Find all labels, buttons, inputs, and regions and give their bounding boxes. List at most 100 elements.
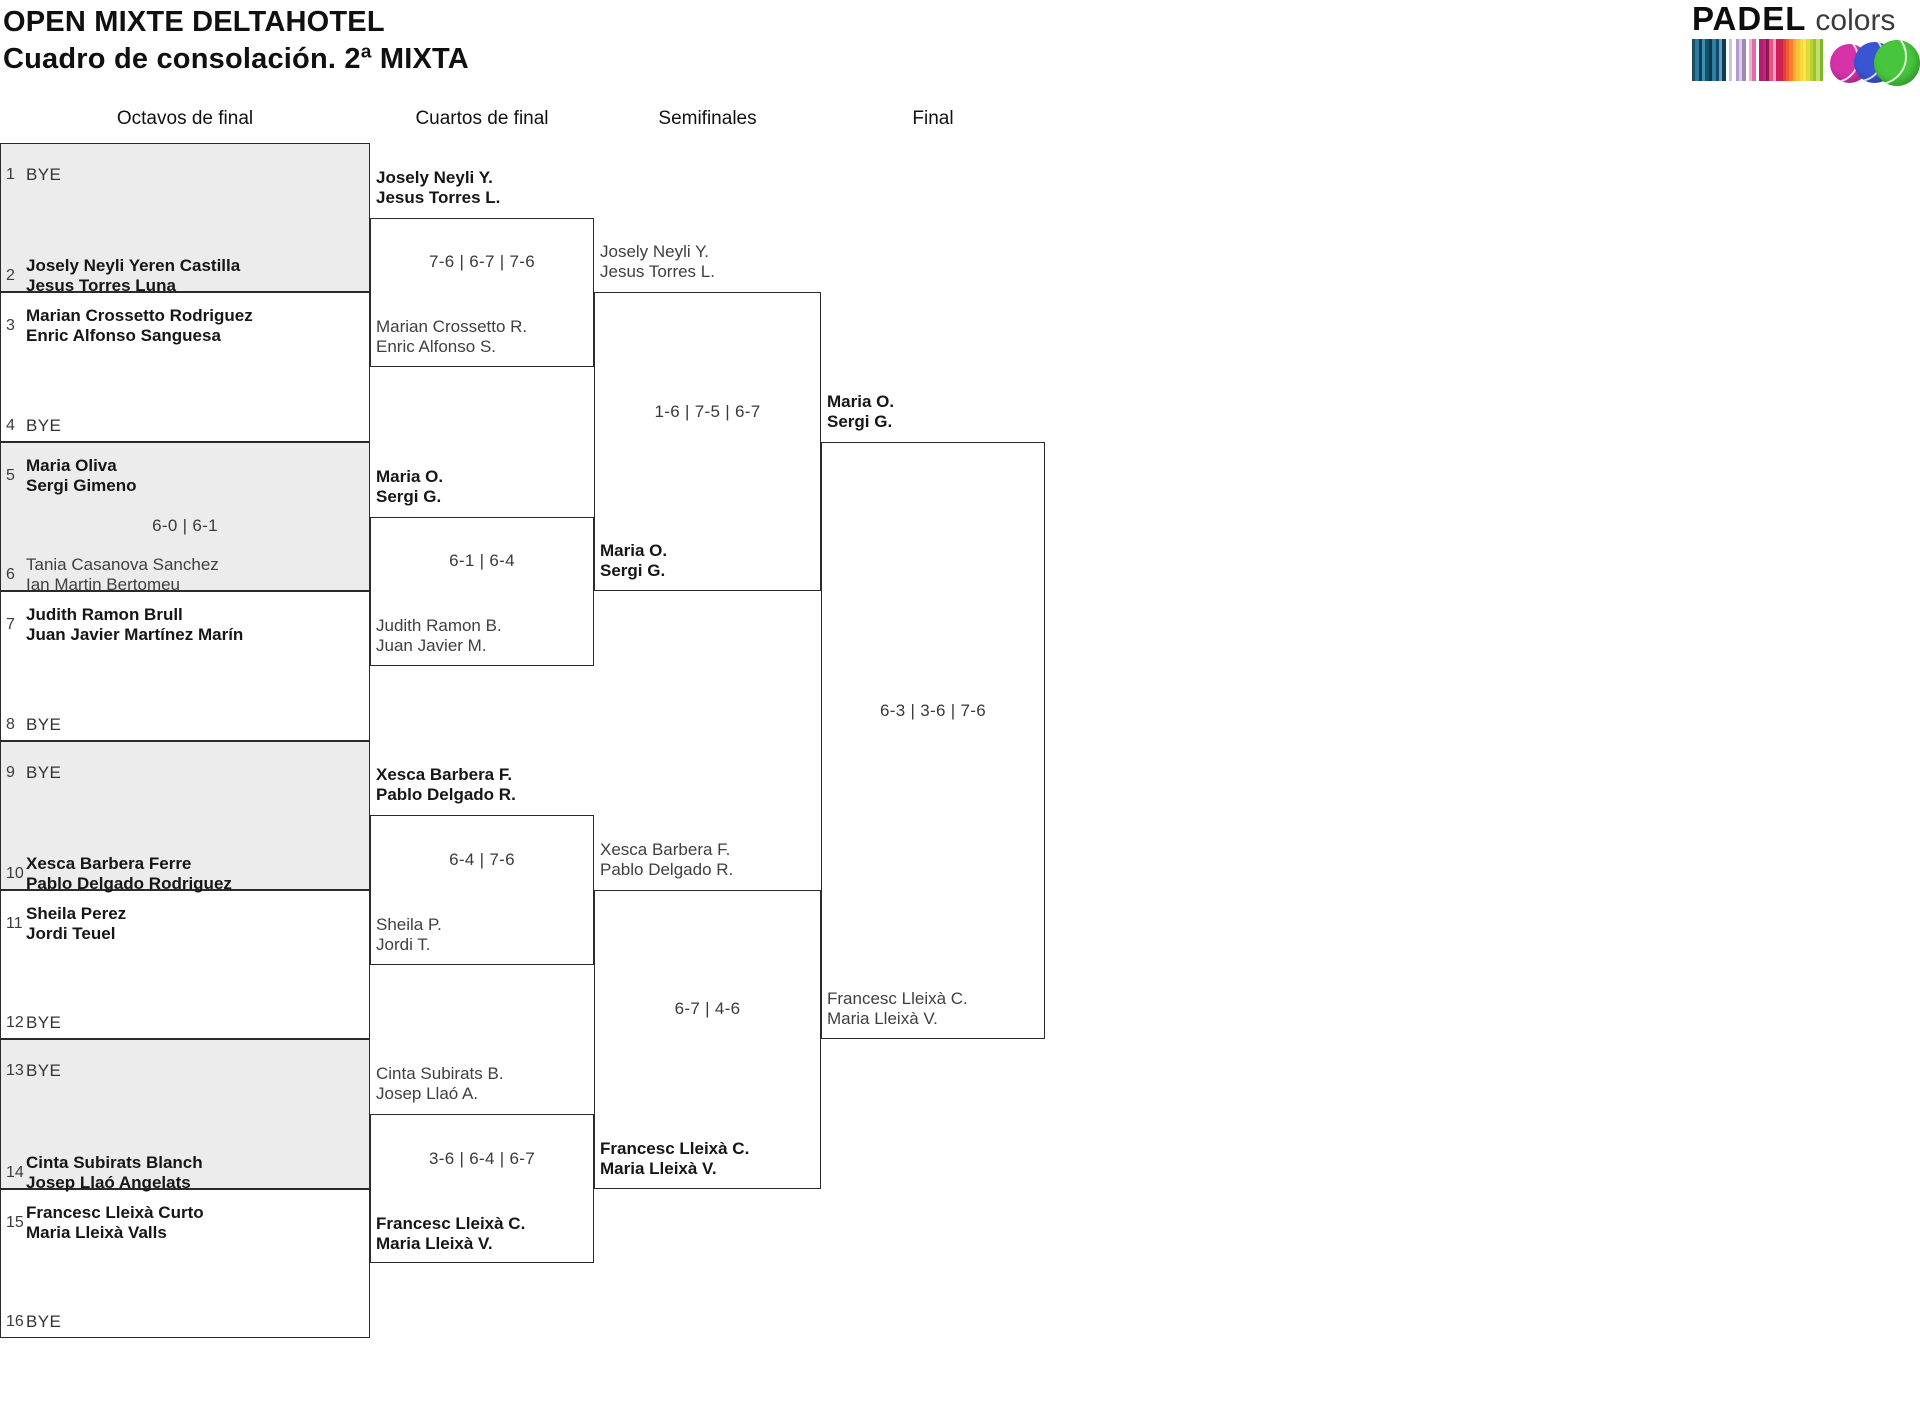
round-header-cuartos: Cuartos de final (415, 108, 549, 129)
seed-number: 10 (6, 865, 24, 882)
semifinal-1-top-team: Josely Neyli Y.Jesus Torres L. (600, 242, 715, 282)
logo-stripe (1759, 39, 1763, 81)
logo-stripe (1718, 39, 1723, 81)
octavos-box-seeds-3-4 (0, 292, 370, 442)
team-name: Ian Martin Bertomeu (26, 575, 181, 595)
bracket-subtitle: Cuadro de consolación. 2ª MIXTA (3, 43, 469, 75)
cuartos-4-score: 3-6 | 6-4 | 6-7 (429, 1148, 535, 1168)
cuartos-4-top-team: Cinta Subirats B.Josep Llaó A. (376, 1064, 504, 1104)
cuartos-1-score: 7-6 | 6-7 | 7-6 (429, 252, 535, 272)
octavos-box-seeds-13-14 (0, 1039, 370, 1189)
team-name: Sheila Perez (26, 904, 127, 923)
logo-stripe (1735, 39, 1740, 81)
round-header-semifinales: Semifinales (658, 108, 757, 129)
logo-brand-padel: PADEL (1692, 0, 1807, 37)
cuartos-match-3-box (370, 815, 594, 965)
team-name: Enric Alfonso Sanguesa (26, 326, 221, 346)
seed-number: 4 (6, 416, 15, 434)
team-name: Jordi Teuel (26, 924, 116, 943)
logo-stripe (1739, 39, 1743, 81)
team-name: Sergi Gimeno (26, 475, 137, 495)
padel-ball-icon (1874, 40, 1920, 86)
logo-stripe (1802, 39, 1807, 81)
logo-graphics (1692, 39, 1920, 86)
logo-stripe (1819, 39, 1824, 81)
logo-stripe (1775, 39, 1780, 81)
seed-number: 1 (6, 166, 15, 183)
logo-stripe (1762, 39, 1766, 81)
team-name: Maria Oliva (26, 455, 117, 475)
semifinal-2-bottom-team: Francesc Lleixà C.Maria Lleixà V. (600, 1138, 750, 1178)
seed-number: 3 (6, 317, 15, 335)
logo-stripe (1789, 39, 1793, 81)
octavos-box-seeds-11-12 (0, 890, 370, 1040)
tournament-title: OPEN MIXTE DELTAHOTEL (3, 6, 385, 38)
semifinal-1-box (594, 292, 821, 592)
seed-entry-1: 1 BYE (6, 165, 364, 185)
logo-stripe (1732, 39, 1736, 81)
logo-stripe (1705, 39, 1709, 81)
semifinal-2-top-team: Xesca Barbera F.Pablo Delgado R. (600, 840, 734, 879)
seed-number: 6 (6, 566, 15, 584)
logo-stripe (1765, 39, 1770, 81)
team-name: Francesc Lleixà Curto (26, 1202, 204, 1222)
team-name: Xesca Barbera Ferre (26, 854, 192, 873)
logo-stripe (1695, 39, 1699, 81)
logo-stripe (1742, 39, 1746, 81)
logo-stripe (1792, 39, 1797, 81)
cuartos-match-1-box (370, 217, 594, 368)
cuartos-3-top-team: Xesca Barbera F.Pablo Delgado R. (376, 765, 516, 805)
semifinal-2-box (594, 890, 821, 1189)
logo-stripe (1722, 39, 1726, 81)
final-bottom-team: Francesc Lleixà C.Maria Lleixà V. (827, 989, 968, 1029)
team-name: BYE (26, 165, 62, 184)
octavos-box-seeds-15-16 (0, 1188, 370, 1339)
final-top-team: Maria O.Sergi G. (827, 391, 895, 431)
team-name: Juan Javier Martínez Marín (26, 625, 244, 645)
team-name: Judith Ramon Brull (26, 605, 183, 625)
page-header: OPEN MIXTE DELTAHOTEL Cuadro de consolac… (3, 4, 469, 78)
seed-number: 11 (6, 915, 23, 932)
team-name: Cinta Subirats Blanch (26, 1152, 203, 1172)
octavos-box-seeds-9-10 (0, 740, 370, 890)
team-name: Josely Neyli Yeren Castilla (26, 256, 241, 276)
seed-number: 7 (6, 616, 15, 634)
logo-stripe (1725, 39, 1729, 81)
final-box (821, 441, 1045, 1040)
logo-stripe (1809, 39, 1813, 81)
seed-number: 14 (6, 1163, 24, 1181)
seed-number: 8 (6, 715, 15, 733)
logo-stripe (1816, 39, 1820, 81)
logo-stripe (1712, 39, 1716, 81)
logo-stripe (1728, 39, 1733, 81)
team-name: BYE (26, 762, 62, 782)
logo-stripe (1749, 39, 1753, 81)
team-name: Pablo Delgado Rodriguez (26, 874, 232, 893)
cuartos-1-bottom-team: Marian Crossetto R.Enric Alfonso S. (376, 317, 528, 357)
cuartos-1-top-team: Josely Neyli Y.Jesus Torres L. (376, 167, 501, 207)
logo-stripe (1752, 39, 1756, 81)
seed-number: 12 (6, 1014, 24, 1032)
logo-stripe (1782, 39, 1787, 81)
logo-stripe (1772, 39, 1776, 81)
round-header-final: Final (912, 108, 954, 129)
team-name: Josep Llaó Angelats (26, 1172, 191, 1192)
logo-stripe (1786, 39, 1790, 81)
semifinal-2-score: 6-7 | 4-6 (674, 999, 741, 1019)
logo-stripe (1769, 39, 1773, 81)
team-name: Jesus Torres Luna (26, 276, 176, 296)
logo-stripe (1755, 39, 1760, 81)
logo-stripe (1779, 39, 1783, 81)
seed-number: 16 (6, 1313, 24, 1331)
